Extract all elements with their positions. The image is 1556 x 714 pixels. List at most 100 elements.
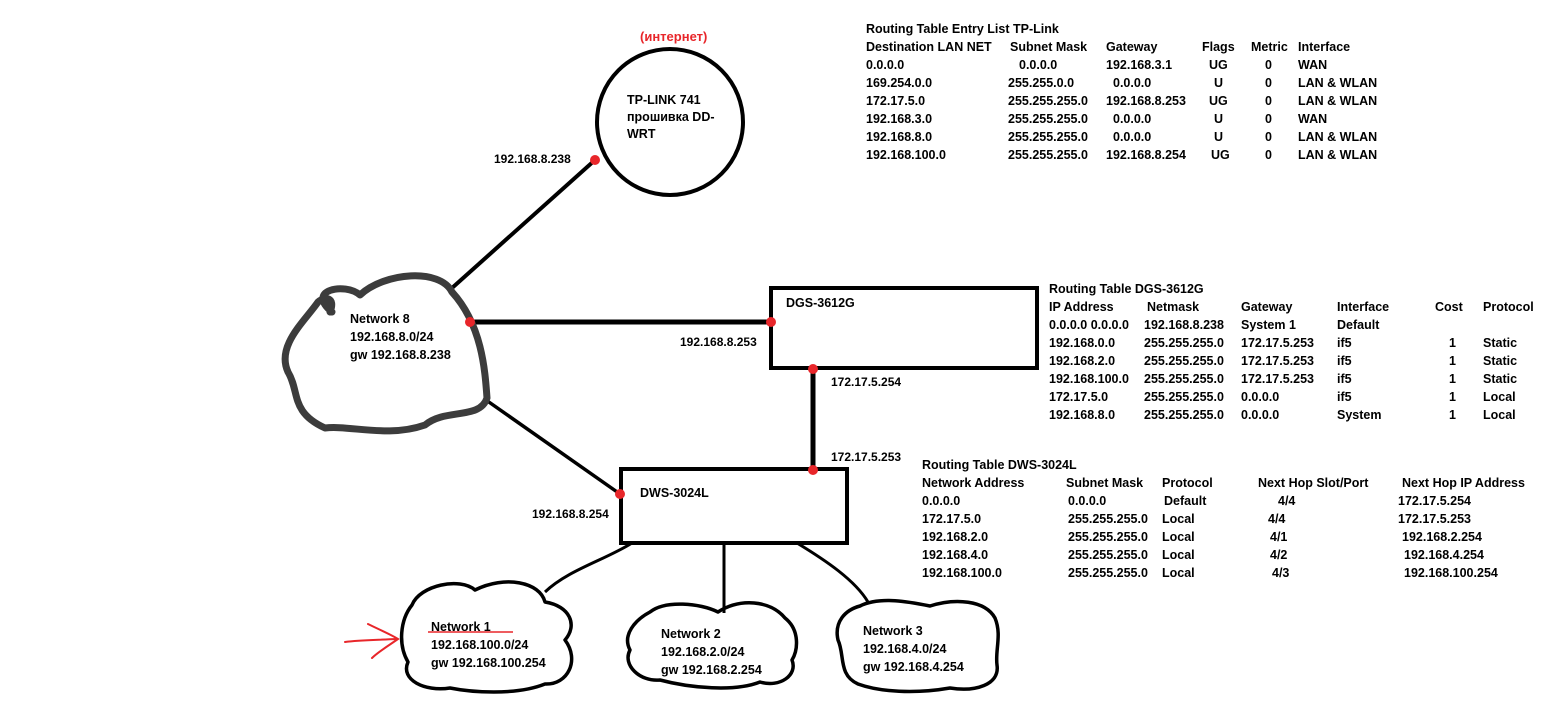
ip-label-dws-up: 172.17.5.253 <box>831 450 902 464</box>
network-name: Network 3 <box>863 624 923 638</box>
tplink-table-cell: 0 <box>1265 112 1272 126</box>
dws-table-cell: Default <box>1164 494 1207 508</box>
dgs-table-cell: Static <box>1483 354 1518 368</box>
dws-table-cell: Local <box>1162 566 1195 580</box>
link-net8-dws <box>484 398 622 496</box>
dws-switch-label: DWS-3024L <box>640 486 709 500</box>
network-name: Network 2 <box>661 627 721 641</box>
dws-switch-box <box>619 467 849 545</box>
tplink-table-cell: WAN <box>1298 58 1328 72</box>
dws-table-header-cell: Next Hop Slot/Port <box>1258 476 1369 490</box>
tplink-table-cell: 0.0.0.0 <box>866 58 905 72</box>
dgs-table-cell: 1 <box>1449 390 1456 404</box>
tplink-table-cell: 192.168.3.0 <box>866 112 933 126</box>
tplink-table-cell: LAN & WLAN <box>1298 148 1378 162</box>
dws-table-header-cell: Network Address <box>922 476 1025 490</box>
network-subnet: 192.168.8.0/24 <box>350 330 434 344</box>
dgs-table-cell: 1 <box>1449 372 1456 386</box>
dgs-table-header-cell: Cost <box>1435 300 1463 314</box>
port-dot-dgs-left <box>766 317 776 327</box>
tplink-table-cell: 255.255.255.0 <box>1008 130 1088 144</box>
tplink-table-header-cell: Subnet Mask <box>1010 40 1088 54</box>
dgs-table-cell: 255.255.255.0 <box>1144 390 1224 404</box>
dgs-table-cell: System <box>1337 408 1382 422</box>
dgs-table-cell: Default <box>1337 318 1380 332</box>
dgs-table-cell: Static <box>1483 336 1518 350</box>
ip-label-router-lan: 192.168.8.238 <box>494 152 571 166</box>
tplink-table-cell: U <box>1214 112 1224 126</box>
dgs-table-cell: 255.255.255.0 <box>1144 408 1224 422</box>
tplink-table-cell: 0.0.0.0 <box>1113 130 1152 144</box>
dws-table-cell: 0.0.0.0 <box>922 494 961 508</box>
dgs-table-cell: 0.0.0.0 <box>1241 408 1280 422</box>
tplink-table-cell: 255.255.255.0 <box>1008 112 1088 126</box>
link-router-net8 <box>450 158 597 290</box>
dws-table-cell: 4/3 <box>1272 566 1290 580</box>
ip-label-dgs-down: 172.17.5.254 <box>831 375 902 389</box>
tplink-table-cell: UG <box>1209 94 1228 108</box>
tplink-table-cell: 0 <box>1265 58 1272 72</box>
network-gateway: gw 192.168.4.254 <box>863 660 964 674</box>
dgs-table-cell: 192.168.100.0 <box>1049 372 1129 386</box>
dgs-table-cell: if5 <box>1337 372 1352 386</box>
dws-table-cell: 255.255.255.0 <box>1068 566 1148 580</box>
tplink-table-cell: 192.168.8.253 <box>1106 94 1186 108</box>
network2-cloud <box>625 601 799 690</box>
tplink-table-cell: 0 <box>1265 148 1272 162</box>
port-dot-dws-top <box>808 465 818 475</box>
network3-cloud <box>835 598 1000 694</box>
dws-table-cell: 192.168.100.0 <box>922 566 1002 580</box>
dws-table-cell: 0.0.0.0 <box>1068 494 1107 508</box>
dgs-table-cell: 192.168.2.0 <box>1049 354 1116 368</box>
network-name: Network 8 <box>350 312 410 326</box>
tplink-table-cell: 172.17.5.0 <box>866 94 926 108</box>
dgs-table-cell: if5 <box>1337 390 1352 404</box>
link-dws-net3 <box>796 541 870 603</box>
tplink-table-cell: LAN & WLAN <box>1298 130 1378 144</box>
dws-table-cell: 4/4 <box>1268 512 1286 526</box>
dws-table-cell: 172.17.5.0 <box>922 512 982 526</box>
dgs-table-cell: 192.168.8.0 <box>1049 408 1116 422</box>
dgs-table-header-cell: Protocol <box>1483 300 1534 314</box>
port-dot-dws-left <box>615 489 625 499</box>
dgs-table-cell: Local <box>1483 408 1516 422</box>
tplink-table-cell: 192.168.3.1 <box>1106 58 1173 72</box>
tplink-table-cell: 192.168.8.0 <box>866 130 933 144</box>
dgs-table-cell: 255.255.255.0 <box>1144 372 1224 386</box>
dws-table-cell: 255.255.255.0 <box>1068 530 1148 544</box>
dgs-table-header-cell: IP Address <box>1049 300 1114 314</box>
dws-table-cell: 255.255.255.0 <box>1068 512 1148 526</box>
tplink-table-cell: 0.0.0.0 <box>1019 58 1058 72</box>
dws-table-cell: 172.17.5.254 <box>1398 494 1471 508</box>
router-circle <box>595 47 745 197</box>
dgs-table-cell: 192.168.0.0 <box>1049 336 1116 350</box>
tplink-table-title: Routing Table Entry List TP-Link <box>866 22 1059 36</box>
dgs-table-header-cell: Netmask <box>1147 300 1200 314</box>
arrow-icon <box>344 623 400 659</box>
ip-label-dgs-net8: 192.168.8.253 <box>680 335 757 349</box>
tplink-table-cell: 255.255.0.0 <box>1008 76 1075 90</box>
tplink-table-cell: 255.255.255.0 <box>1008 94 1088 108</box>
tplink-table-cell: 192.168.8.254 <box>1106 148 1186 162</box>
dgs-switch-box <box>769 286 1039 370</box>
link-dws-net1 <box>543 541 633 594</box>
dws-table-cell: Local <box>1162 548 1195 562</box>
dws-table-cell: 172.17.5.253 <box>1398 512 1471 526</box>
ip-label-dws-net8: 192.168.8.254 <box>532 507 609 521</box>
dgs-table-cell: 172.17.5.253 <box>1241 354 1314 368</box>
dws-table-cell: 192.168.4.0 <box>922 548 989 562</box>
network8-cloud <box>281 272 491 435</box>
tplink-table-cell: 0 <box>1265 94 1272 108</box>
dgs-table-cell: if5 <box>1337 354 1352 368</box>
tplink-table-cell: 0.0.0.0 <box>1113 76 1152 90</box>
tplink-table-header-cell: Metric <box>1251 40 1288 54</box>
tplink-table-cell: 169.254.0.0 <box>866 76 933 90</box>
dgs-table-cell: 255.255.255.0 <box>1144 336 1224 350</box>
dgs-table-cell: System 1 <box>1241 318 1296 332</box>
dgs-table-header-cell: Interface <box>1337 300 1390 314</box>
tplink-table-cell: 255.255.255.0 <box>1008 148 1088 162</box>
tplink-table-cell: 0.0.0.0 <box>1113 112 1152 126</box>
network2-label: Network 2 192.168.2.0/24 gw 192.168.2.25… <box>661 625 762 679</box>
dgs-table-cell: 1 <box>1449 336 1456 350</box>
dws-table-cell: 4/4 <box>1278 494 1296 508</box>
